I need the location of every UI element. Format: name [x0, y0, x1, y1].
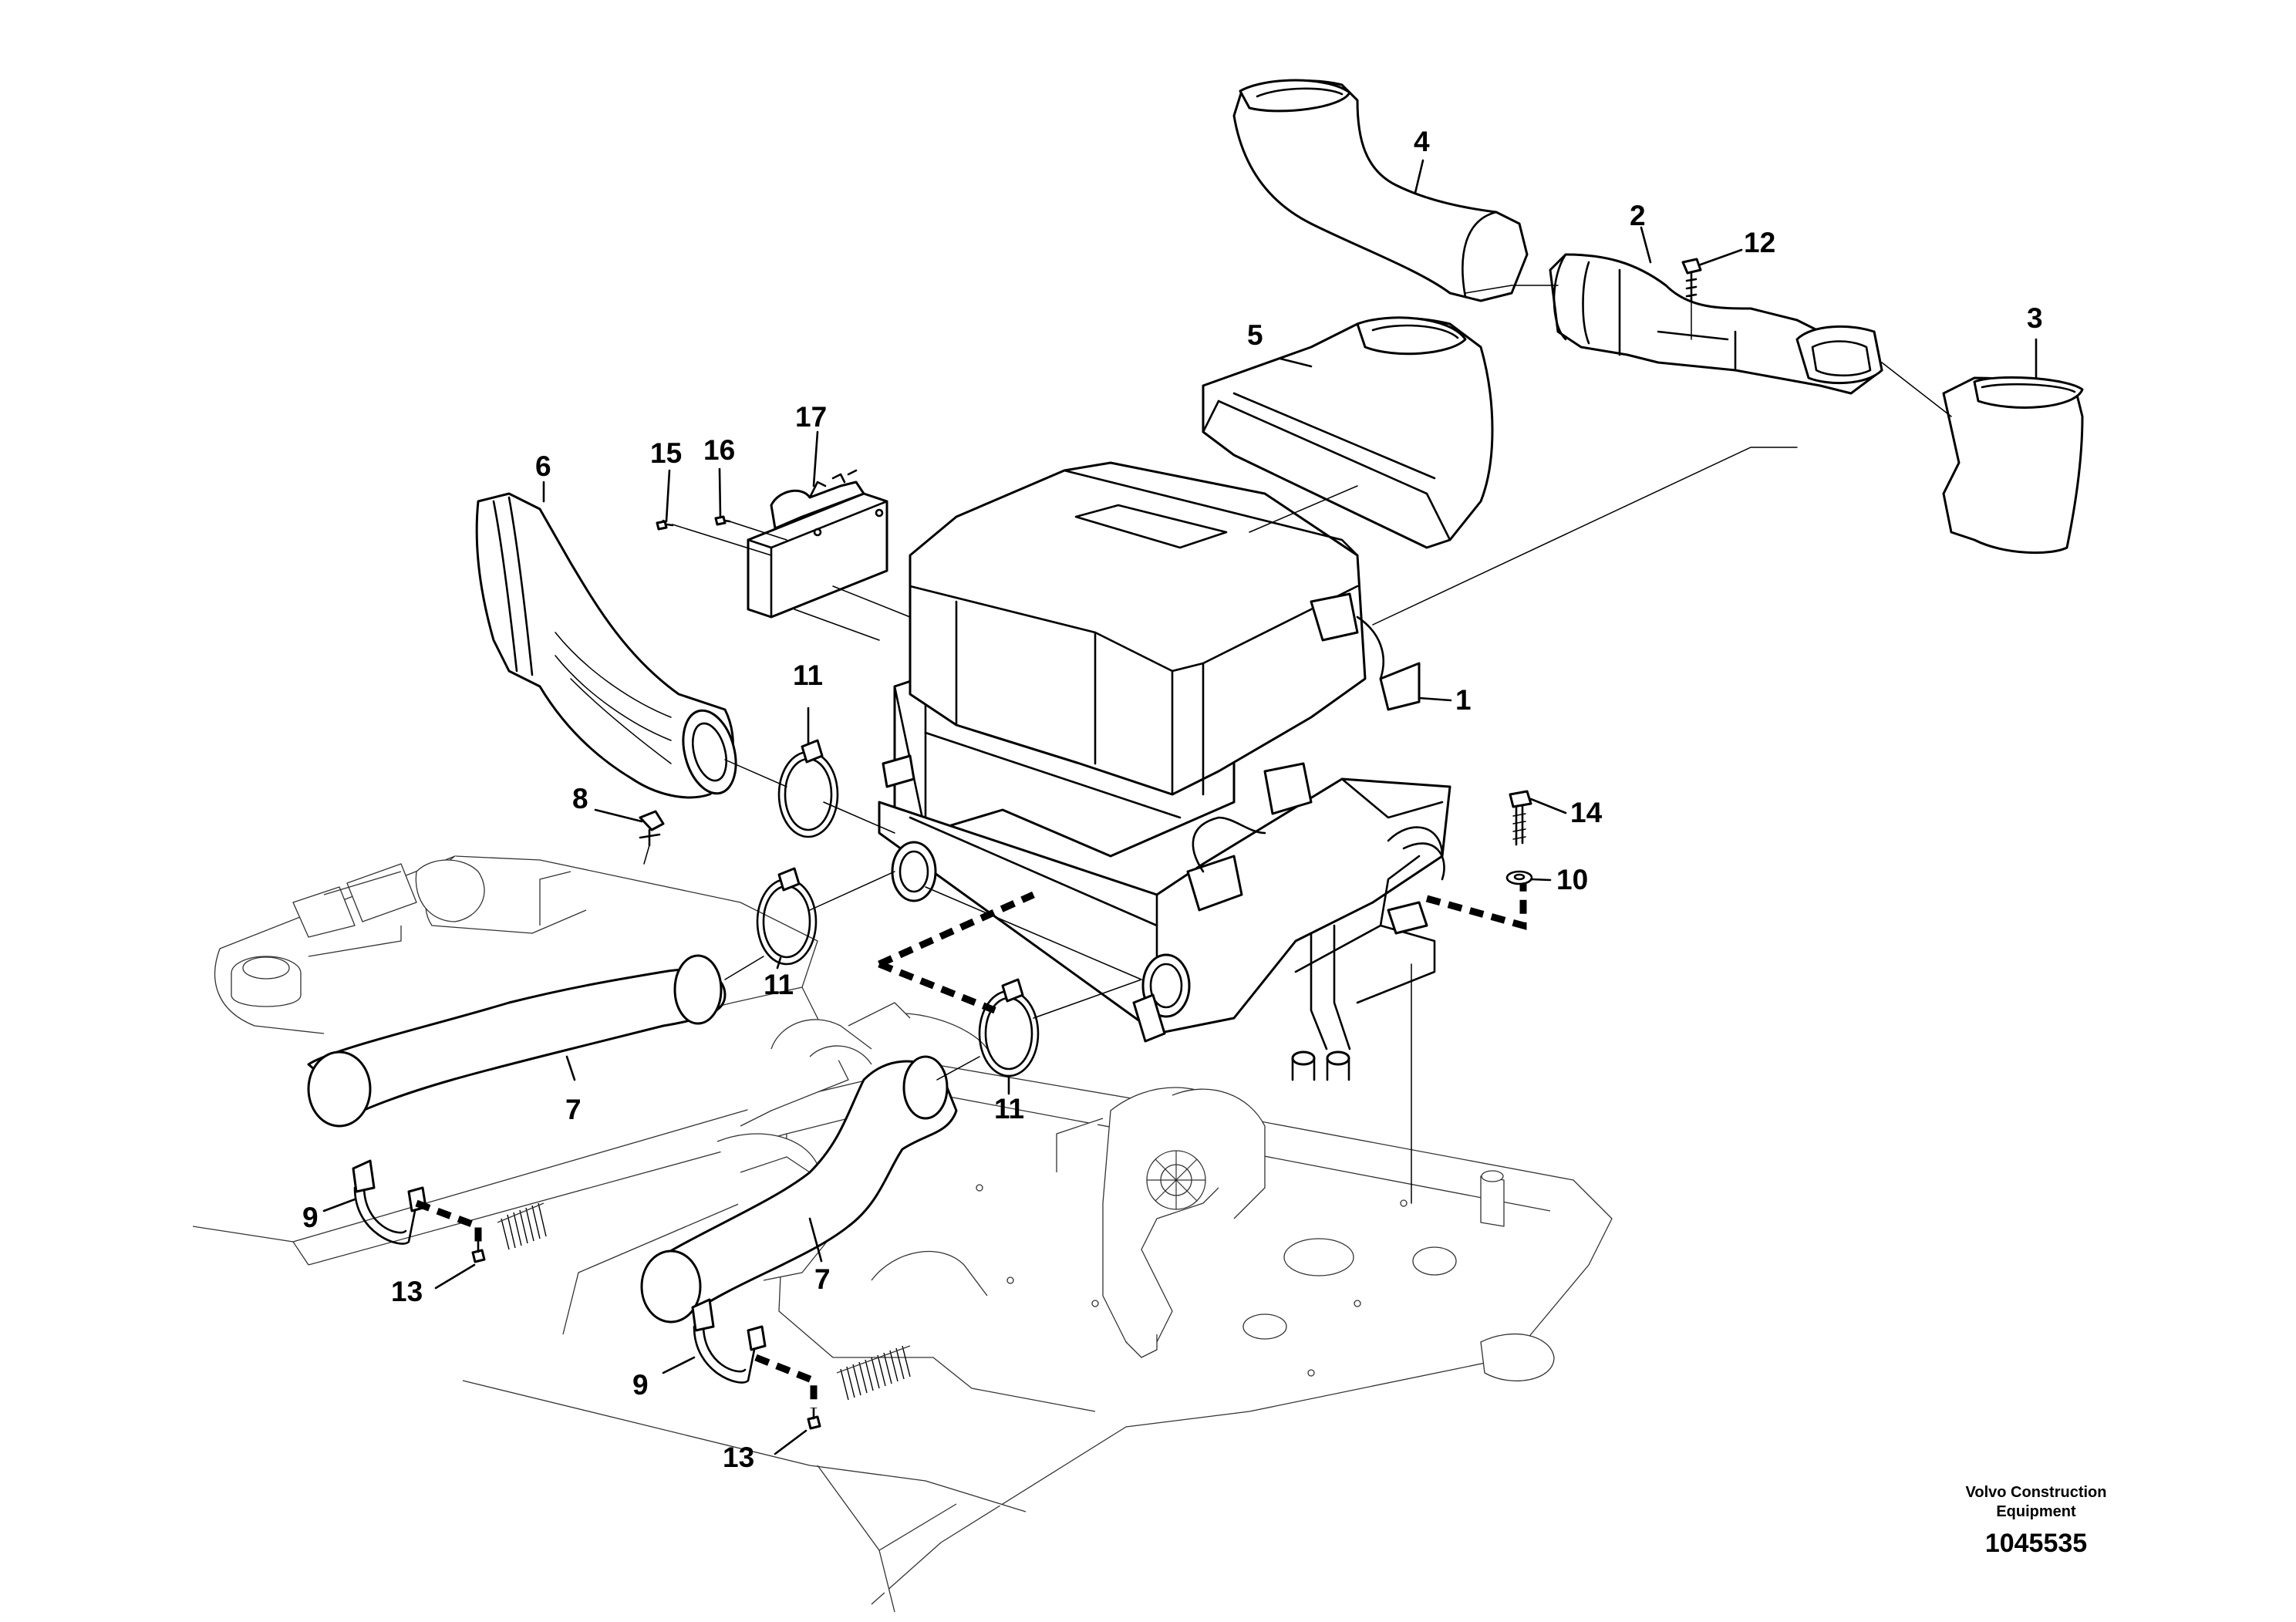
dashed-lines	[415, 883, 1527, 1408]
callout-1: 1	[1455, 684, 1472, 716]
screw-16	[714, 515, 731, 526]
cab-floor-background	[292, 1064, 1613, 1613]
hose-7-left	[307, 954, 727, 1128]
floor-grille-right	[836, 1345, 911, 1401]
air-duct-2	[1549, 253, 1883, 395]
callout-10: 10	[1556, 864, 1588, 895]
bolt-12	[1681, 258, 1702, 302]
screw-13-left	[471, 1240, 486, 1263]
bolt-14	[1509, 790, 1532, 846]
watermark: Volvo Construction Equipment 1045535	[1966, 1484, 2107, 1558]
callout-labels: 1 2 3 4 5 6 7 7 8 9 9 10 11 11 11 12 13 …	[302, 126, 2043, 1473]
air-duct-4	[1232, 79, 1529, 302]
air-duct-3	[1942, 376, 2084, 555]
hose-clamp-11-top	[777, 739, 839, 838]
callout-11-left: 11	[764, 969, 794, 1000]
figure-number: 1045535	[1985, 1529, 2087, 1558]
hose-7-center	[640, 1055, 958, 1324]
control-module-17	[747, 469, 888, 619]
callout-13-right: 13	[723, 1442, 754, 1473]
callout-12: 12	[1744, 227, 1775, 258]
air-duct-6	[475, 492, 737, 799]
callout-8: 8	[572, 783, 588, 814]
callout-15: 15	[650, 437, 682, 469]
leader-lines	[322, 159, 2038, 1455]
callout-2: 2	[1630, 200, 1646, 231]
callout-9-left: 9	[302, 1202, 319, 1233]
watermark-line-2: Equipment	[1996, 1503, 2076, 1520]
heater-unit	[878, 461, 1451, 1081]
callout-11-right: 11	[994, 1093, 1024, 1125]
callout-7-left: 7	[565, 1094, 582, 1125]
callout-4: 4	[1414, 126, 1430, 157]
floor-grille-left	[497, 1202, 547, 1250]
callout-17: 17	[795, 401, 827, 433]
callout-16: 16	[703, 434, 735, 466]
bracket-9-left	[352, 1159, 427, 1245]
callout-14: 14	[1570, 797, 1603, 828]
screw-15	[656, 519, 674, 531]
callout-6: 6	[535, 450, 551, 482]
air-duct-5	[1202, 316, 1494, 549]
clip-8	[639, 810, 665, 847]
callout-7-center: 7	[814, 1263, 831, 1295]
washer-10	[1505, 870, 1533, 885]
hose-clamp-11-right	[978, 978, 1040, 1077]
watermark-line-1: Volvo Construction	[1966, 1484, 2107, 1501]
callout-9-right: 9	[632, 1369, 649, 1401]
bracket-9-right	[691, 1298, 767, 1384]
assembly-lines	[643, 285, 1952, 1204]
callout-3: 3	[2027, 302, 2043, 334]
callout-11-top: 11	[793, 659, 823, 691]
callout-13-left: 13	[391, 1276, 423, 1307]
hose-clamp-11-left	[756, 867, 818, 966]
screw-13-right	[807, 1407, 821, 1430]
callout-5: 5	[1247, 319, 1263, 351]
